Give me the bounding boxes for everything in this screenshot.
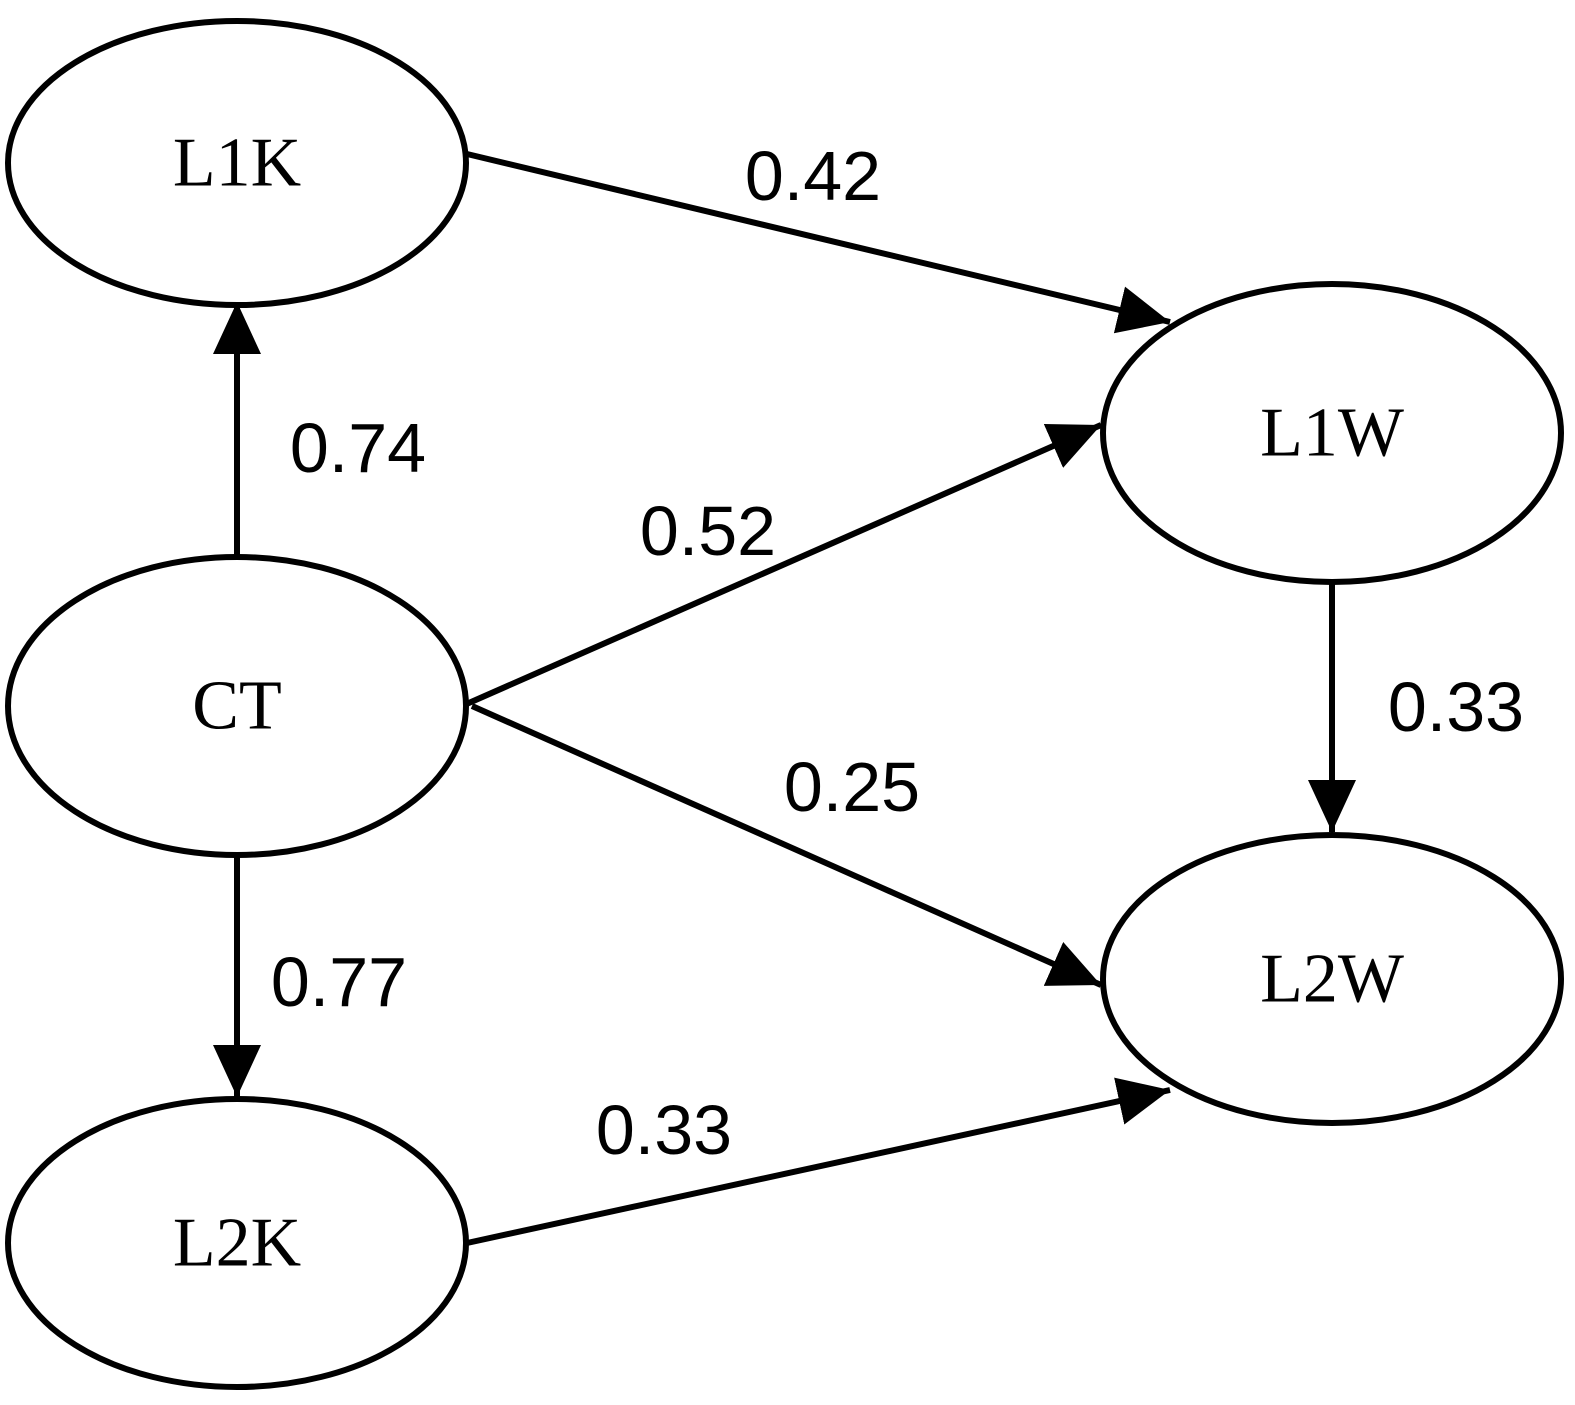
node-l1k-label: L1K xyxy=(173,125,301,202)
node-l1w-ellipse xyxy=(1100,281,1564,585)
node-l2k-ellipse xyxy=(5,1096,469,1390)
node-l2w-ellipse xyxy=(1100,832,1564,1126)
node-l2k-label: L2K xyxy=(173,1205,301,1282)
node-l2w: L2W xyxy=(1100,832,1564,1126)
node-ct: CT xyxy=(5,554,469,858)
node-ct-ellipse xyxy=(5,554,469,858)
edge-label-ct-l2w: 0.25 xyxy=(784,748,920,826)
edge-label-ct-l2k: 0.77 xyxy=(271,943,407,1021)
node-l1k-ellipse xyxy=(5,18,469,308)
edge-label-l1k-l1w: 0.42 xyxy=(745,137,881,215)
edge-ct-l1w xyxy=(460,422,1103,709)
edge-label-l2k-l2w: 0.33 xyxy=(596,1091,732,1169)
node-l1k: L1K xyxy=(5,18,469,308)
edge-labels: 0.42 0.74 0.52 0.33 0.25 0.77 0.33 xyxy=(271,137,1524,1169)
node-l1w-label: L1W xyxy=(1260,395,1404,472)
edge-label-l1w-l2w: 0.33 xyxy=(1388,668,1524,746)
edge-l1k-l1w xyxy=(466,151,1171,334)
edges xyxy=(213,151,1356,1246)
node-l2w-label: L2W xyxy=(1260,941,1404,1018)
edge-label-ct-l1k: 0.74 xyxy=(290,409,426,487)
edge-ct-l2w xyxy=(470,703,1103,988)
node-l1w: L1W xyxy=(1100,281,1564,585)
edge-l2k-l2w xyxy=(466,1077,1171,1246)
node-l2k: L2K xyxy=(5,1096,469,1390)
edge-label-ct-l1w: 0.52 xyxy=(640,492,776,570)
node-ct-label: CT xyxy=(192,668,281,745)
